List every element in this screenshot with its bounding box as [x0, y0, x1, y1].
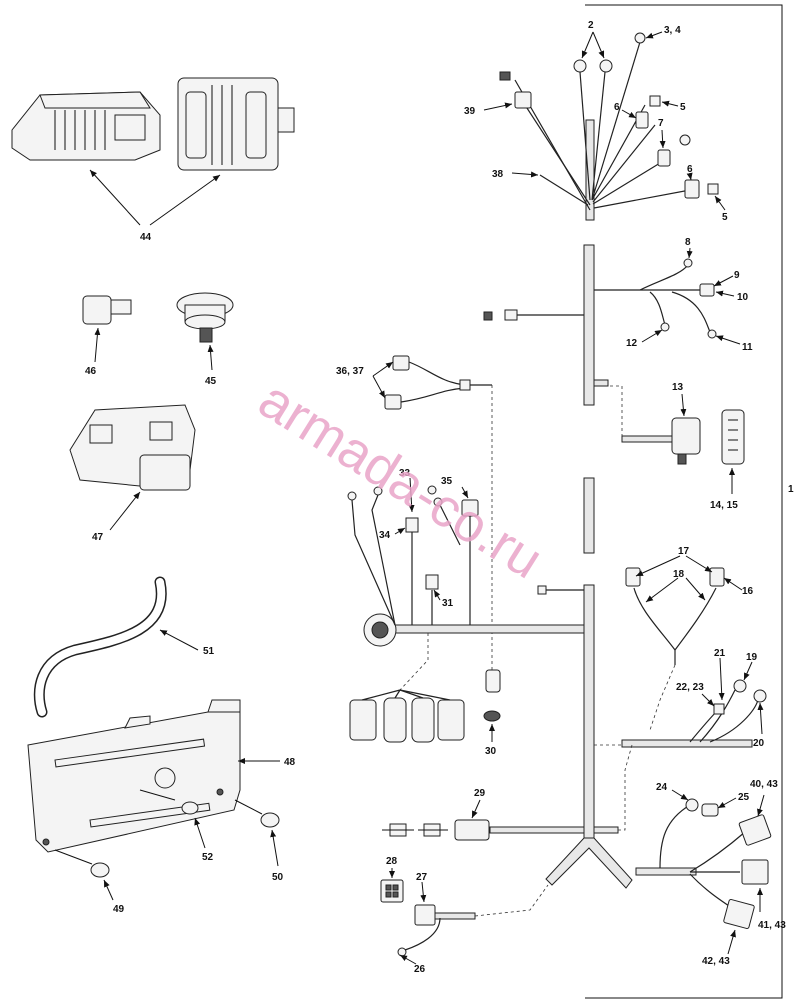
- callout-1: 1: [788, 484, 794, 495]
- callout-25-label: 25: [738, 792, 750, 803]
- callout-42-43-label: 42, 43: [702, 956, 730, 967]
- callout-19-label: 19: [746, 652, 758, 663]
- branch-24-43: 24 25 40, 43 41, 43 42, 43: [635, 779, 786, 967]
- left-branch-harness: [347, 485, 585, 693]
- callout-7-label: 7: [658, 118, 664, 129]
- callout-5a-label: 5: [680, 102, 686, 113]
- callout-31: 31: [433, 589, 454, 609]
- connectors-36-37: 36, 37: [336, 355, 493, 670]
- callout-38: 38: [492, 169, 539, 180]
- callout-24-label: 24: [656, 782, 668, 793]
- branch-8-12: [483, 258, 717, 339]
- callout-9: 9: [713, 270, 740, 287]
- callout-30-label: 30: [485, 746, 497, 757]
- callout-6-top: 6: [614, 102, 637, 119]
- callout-49-label: 49: [113, 904, 125, 915]
- callout-18-label: 18: [673, 569, 685, 580]
- callout-41-43-label: 41, 43: [758, 920, 786, 931]
- relay-13: 13: [610, 382, 701, 465]
- bolt-50: 50: [234, 799, 284, 883]
- connector-29: 29: [382, 744, 633, 841]
- connector-28: 28: [380, 856, 404, 903]
- callout-39: 39: [464, 102, 513, 117]
- main-harness-trunk: [545, 119, 633, 889]
- callout-5-mid: 5: [714, 195, 728, 223]
- callout-33-label: 33: [399, 468, 411, 479]
- branch-16-18: 17 18 16: [625, 546, 754, 731]
- callout-8: 8: [685, 237, 693, 259]
- frame-bracket: [585, 4, 783, 999]
- callout-10-label: 10: [737, 292, 749, 303]
- callout-31-label: 31: [442, 598, 454, 609]
- callout-9-label: 9: [734, 270, 740, 281]
- callout-22-23-label: 22, 23: [676, 682, 704, 693]
- grommet-30: 30: [483, 710, 501, 757]
- callout-17-label: 17: [678, 546, 690, 557]
- ignition-module-47: 47: [69, 404, 196, 543]
- sensor-45: 45: [176, 292, 234, 387]
- callout-36-37-label: 36, 37: [336, 366, 364, 377]
- callout-50-label: 50: [272, 872, 284, 883]
- callout-46-label: 46: [85, 366, 97, 377]
- callout-45-label: 45: [205, 376, 217, 387]
- callout-40-43-label: 40, 43: [750, 779, 778, 790]
- hose-51: 51: [33, 576, 215, 718]
- callout-6a-label: 6: [614, 102, 620, 113]
- bracket-plate-48: [27, 699, 241, 853]
- callout-38-label: 38: [492, 169, 504, 180]
- callout-1-label: 1: [788, 484, 794, 495]
- callout-20-label: 20: [753, 738, 765, 749]
- callout-10: 10: [715, 290, 749, 303]
- callout-12-label: 12: [626, 338, 638, 349]
- callout-44-label: 44: [140, 232, 152, 243]
- callout-48: 48: [238, 757, 296, 768]
- callout-7: 7: [658, 118, 666, 149]
- callout-34-label: 34: [379, 530, 391, 541]
- callout-6-mid: 6: [686, 164, 693, 181]
- callout-33: 33: [399, 468, 415, 513]
- callout-16-label: 16: [742, 586, 754, 597]
- callout-11: 11: [715, 335, 753, 353]
- callout-5-top: 5: [661, 100, 686, 113]
- callout-48-label: 48: [284, 757, 296, 768]
- top-connectors: [499, 32, 719, 199]
- callout-52-label: 52: [202, 852, 214, 863]
- bolt-52: 52: [139, 789, 214, 863]
- callout-11-label: 11: [742, 342, 753, 353]
- ecm-module-right: [177, 77, 295, 171]
- callout-6b-label: 6: [687, 164, 693, 175]
- callout-5b-label: 5: [722, 212, 728, 223]
- callout-34: 34: [379, 527, 406, 541]
- callout-2-label: 2: [588, 20, 594, 31]
- ecm-module-left: [11, 91, 161, 161]
- callout-14-15-label: 14, 15: [710, 500, 738, 511]
- callout-8-label: 8: [685, 237, 691, 248]
- injector-connectors: [349, 633, 465, 743]
- callout-44: 44: [89, 169, 221, 243]
- callout-39-label: 39: [464, 106, 476, 117]
- top-branch-wires: [514, 41, 691, 211]
- fuse-block-14-15: 14, 15: [710, 409, 745, 511]
- callout-21-label: 21: [714, 648, 726, 659]
- callout-27-label: 27: [416, 872, 428, 883]
- callout-47-label: 47: [92, 532, 104, 543]
- callout-51-label: 51: [203, 646, 215, 657]
- callout-35: 35: [441, 476, 469, 499]
- callout-29-label: 29: [474, 788, 486, 799]
- callout-2: 2: [581, 20, 605, 59]
- branch-19-23: 21 19 20 22, 23: [594, 648, 767, 749]
- callout-26-label: 26: [414, 964, 426, 975]
- callout-28-label: 28: [386, 856, 398, 867]
- bolt-49: 49: [54, 849, 125, 915]
- callout-12: 12: [626, 329, 663, 349]
- callout-35-label: 35: [441, 476, 453, 487]
- callout-3-4: 3, 4: [645, 25, 681, 39]
- callout-13-label: 13: [672, 382, 684, 393]
- connector-27-26: 27 26: [397, 872, 549, 975]
- sensor-46: 46: [82, 295, 132, 377]
- callout-3-4-label: 3, 4: [664, 25, 681, 36]
